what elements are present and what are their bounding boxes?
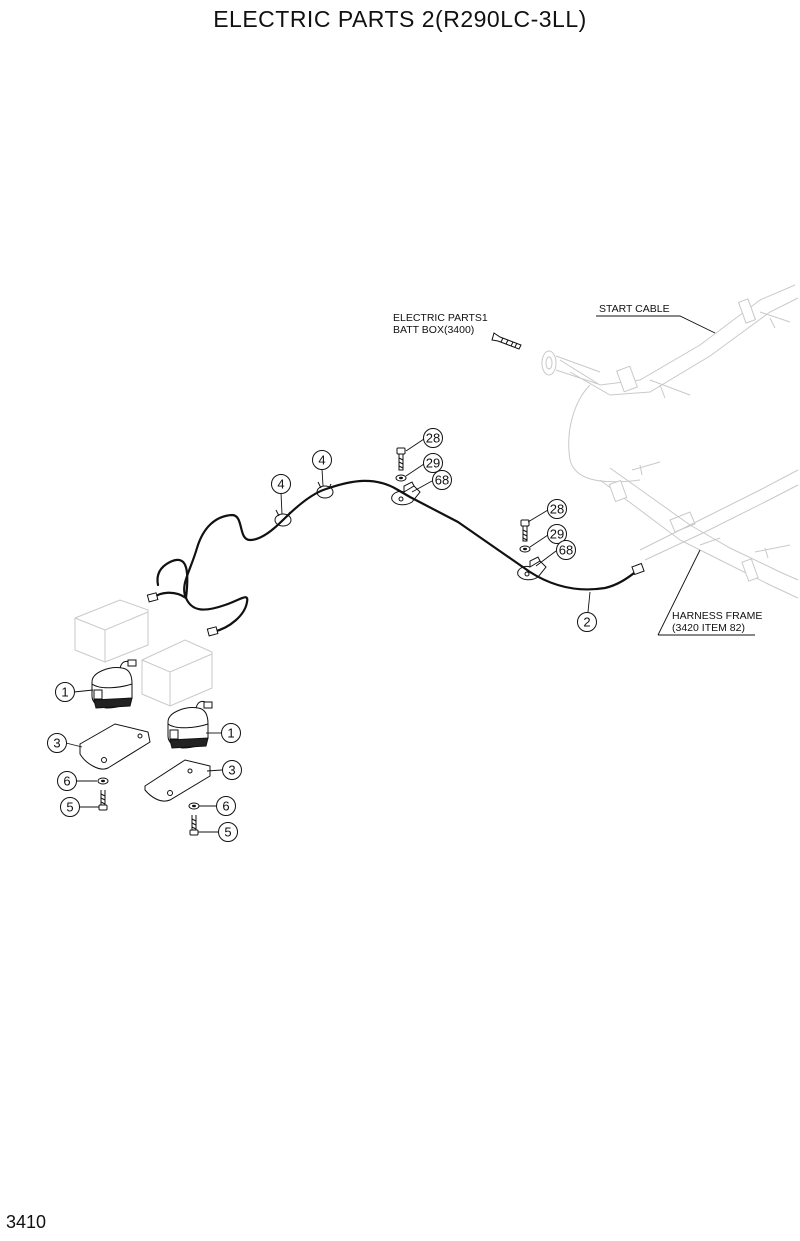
drawing-title: ELECTRIC PARTS 2(R290LC-3LL) (213, 6, 587, 32)
callout-bubble: 68 (432, 470, 452, 490)
callout-bubble: 29 (547, 524, 567, 544)
bolt-icon (396, 447, 530, 542)
callout-bubble: 1 (221, 723, 241, 743)
note-batt-box: BATT BOX(3400) (393, 324, 474, 336)
svg-text:4: 4 (277, 477, 284, 492)
svg-text:6: 6 (222, 799, 229, 814)
background-frame-ghost (541, 284, 799, 599)
callout-bubble: 6 (216, 796, 236, 816)
connector-icon (146, 562, 645, 637)
bolt-icon (98, 790, 199, 836)
callout-bubble: 68 (556, 540, 576, 560)
callout-bubble: 3 (47, 733, 67, 753)
page-number: 3410 (6, 1212, 47, 1232)
callout-bubble: 5 (60, 797, 80, 817)
svg-text:5: 5 (224, 825, 231, 840)
svg-text:2: 2 (583, 615, 590, 630)
mounting-plate-icon (79, 723, 211, 802)
note-harness-frame: HARNESS FRAME (672, 610, 762, 622)
svg-text:6: 6 (63, 774, 70, 789)
svg-text:68: 68 (435, 473, 449, 488)
callout-bubble: 29 (423, 453, 443, 473)
svg-text:29: 29 (426, 456, 440, 471)
callout-bubble: 4 (271, 474, 291, 494)
callout-bubble: 4 (312, 450, 332, 470)
washer-icon (97, 777, 200, 810)
battery-box-ghost (74, 599, 213, 707)
svg-text:5: 5 (66, 800, 73, 815)
wire-harness (183, 479, 640, 634)
wire-branch (151, 558, 189, 600)
note-harness-frame-item: (3420 ITEM 82) (672, 622, 745, 634)
callout-bubble: 5 (218, 822, 238, 842)
callout-bubble: 3 (222, 760, 242, 780)
note-start-cable: START CABLE (599, 303, 670, 315)
svg-text:1: 1 (227, 726, 234, 741)
svg-text:4: 4 (318, 453, 325, 468)
svg-text:3: 3 (53, 736, 60, 751)
svg-text:29: 29 (550, 527, 564, 542)
callout-bubble: 1 (55, 682, 75, 702)
callout-bubble: 2 (577, 612, 597, 632)
callout-bubble: 28 (547, 499, 567, 519)
svg-text:3: 3 (228, 763, 235, 778)
callout-bubble: 28 (423, 428, 443, 448)
washer-icon (395, 474, 531, 553)
note-electric-parts1: ELECTRIC PARTS1 (393, 312, 488, 324)
clamp-icon (274, 481, 334, 527)
leader-lines (65, 315, 755, 833)
svg-text:28: 28 (426, 431, 440, 446)
callout-bubble: 6 (57, 771, 77, 791)
relay-icon (91, 659, 213, 749)
batt-box-arrow-icon (491, 332, 522, 350)
svg-text:1: 1 (61, 685, 68, 700)
svg-text:28: 28 (550, 502, 564, 517)
svg-text:68: 68 (559, 543, 573, 558)
